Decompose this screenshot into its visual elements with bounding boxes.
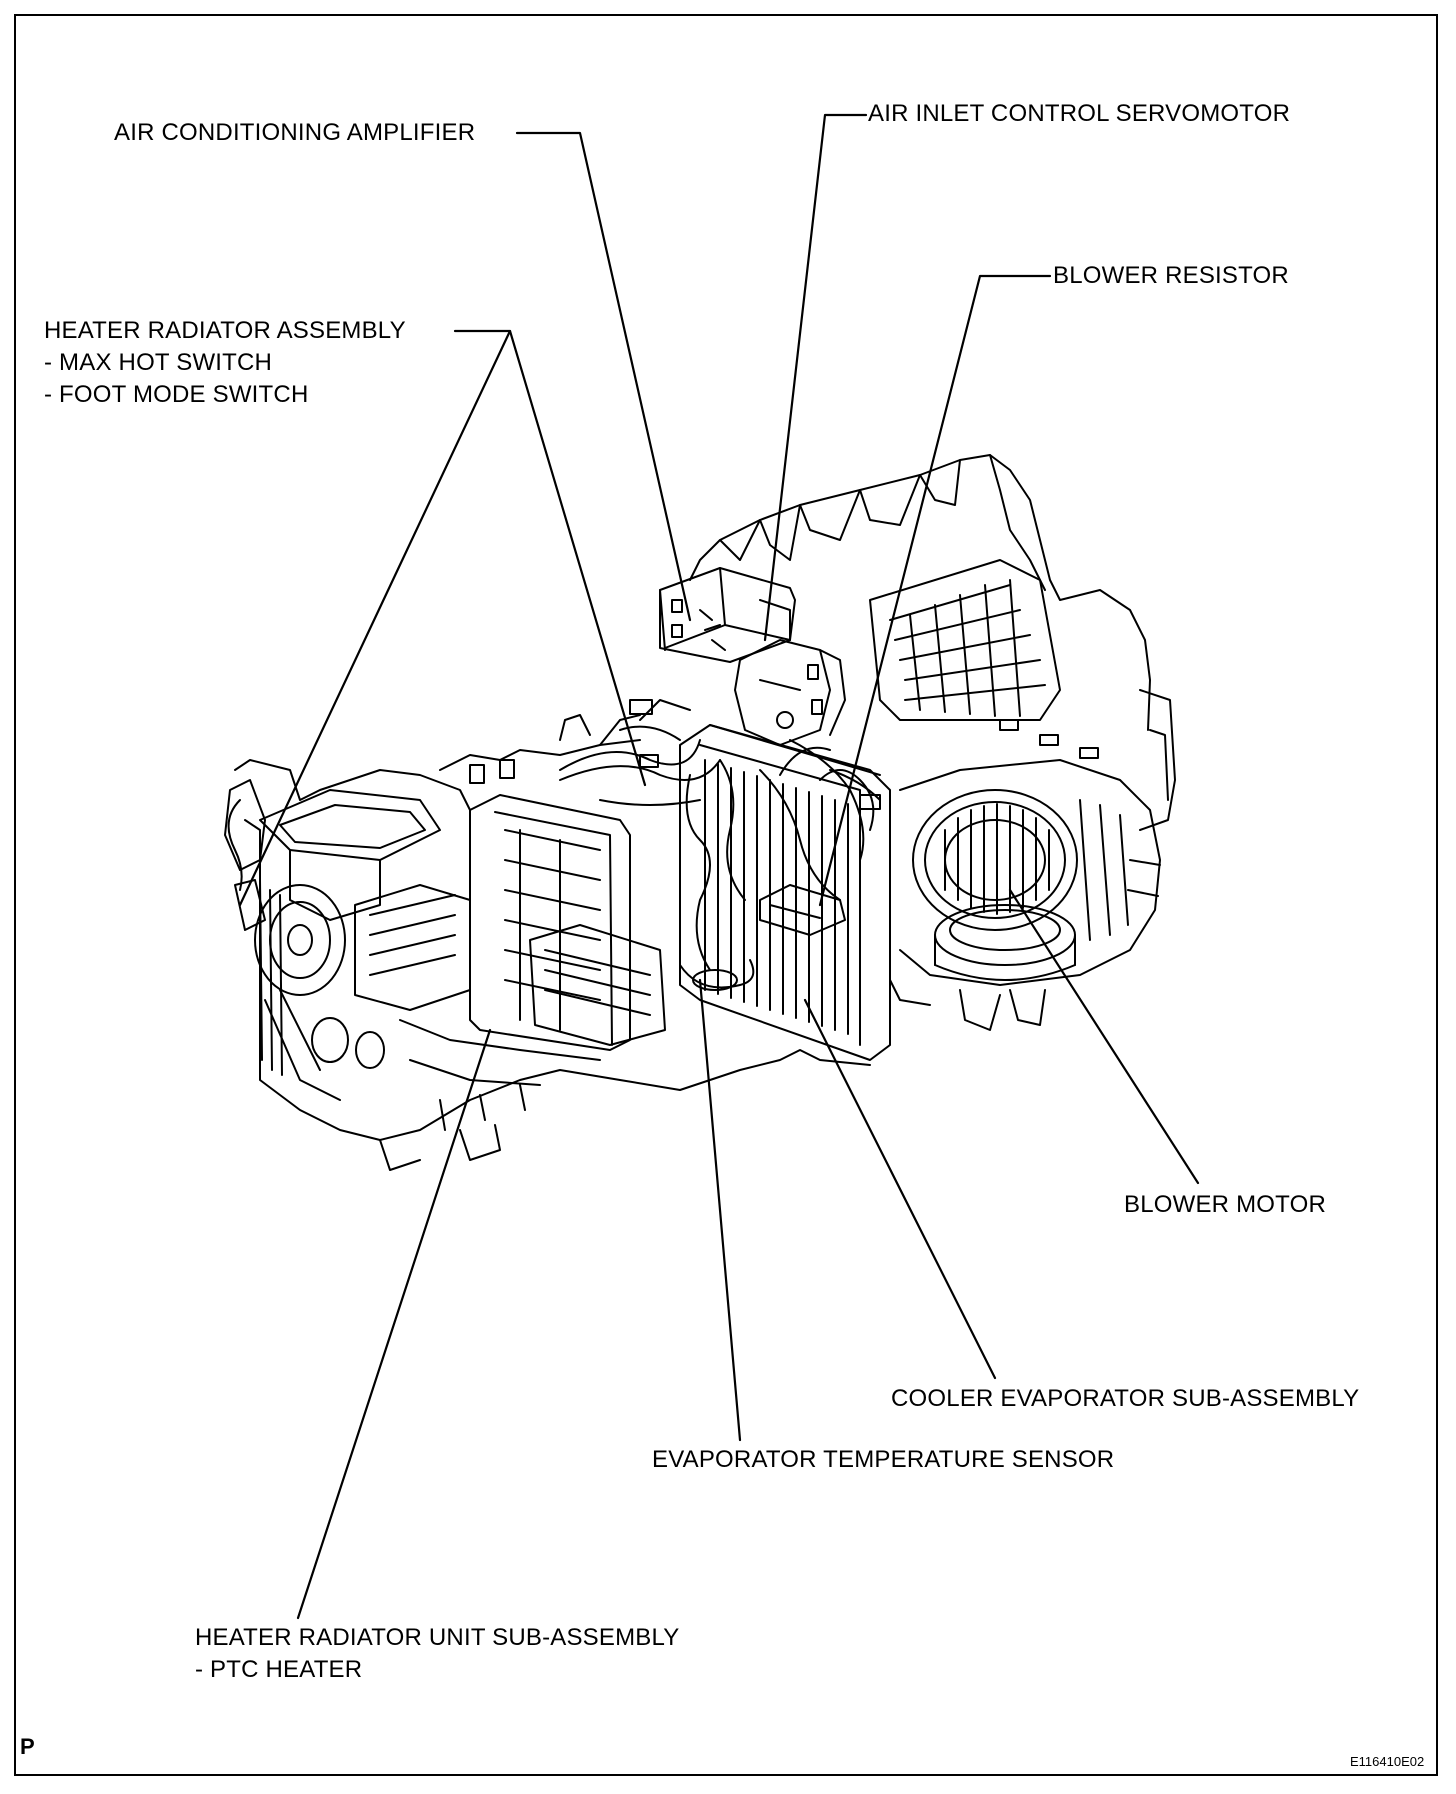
heater-radiator-assembly-item: - MAX HOT SWITCH	[44, 349, 273, 376]
heater-radiator	[469, 794, 666, 1051]
figure-code: E116410E02	[1350, 1754, 1425, 1769]
evaporator	[679, 724, 891, 1061]
diagram-frame	[14, 14, 1438, 1776]
label-heater-radiator-assembly: HEATER RADIATOR ASSEMBLY - MAX HOT SWITC…	[44, 315, 406, 411]
leader-lines	[238, 113, 1200, 1620]
amplifier-and-servo	[659, 567, 846, 746]
heater-radiator-assembly-title: HEATER RADIATOR ASSEMBLY	[44, 317, 406, 344]
heater-radiator-assembly-item: - FOOT MODE SWITCH	[44, 381, 309, 408]
label-cooler-evaporator-sub-assembly: COOLER EVAPORATOR SUB-ASSEMBLY	[891, 1385, 1360, 1412]
label-air-conditioning-amplifier: AIR CONDITIONING AMPLIFIER	[114, 119, 476, 146]
corner-mark: P	[20, 1734, 35, 1759]
label-blower-resistor: BLOWER RESISTOR	[1053, 262, 1289, 289]
label-blower-motor: BLOWER MOTOR	[1124, 1191, 1326, 1218]
rear-housing	[689, 454, 1176, 831]
left-housing	[224, 714, 871, 1171]
label-air-inlet-control-servomotor: AIR INLET CONTROL SERVOMOTOR	[868, 100, 1291, 127]
heater-radiator-unit-item: - PTC HEATER	[195, 1656, 363, 1683]
wire-harness	[559, 699, 881, 861]
blower-housing	[889, 759, 1161, 1031]
heater-radiator-unit-title: HEATER RADIATOR UNIT SUB-ASSEMBLY	[195, 1624, 680, 1651]
label-heater-radiator-unit-sub-assembly: HEATER RADIATOR UNIT SUB-ASSEMBLY - PTC …	[195, 1622, 679, 1686]
label-evaporator-temperature-sensor: EVAPORATOR TEMPERATURE SENSOR	[652, 1446, 1115, 1473]
